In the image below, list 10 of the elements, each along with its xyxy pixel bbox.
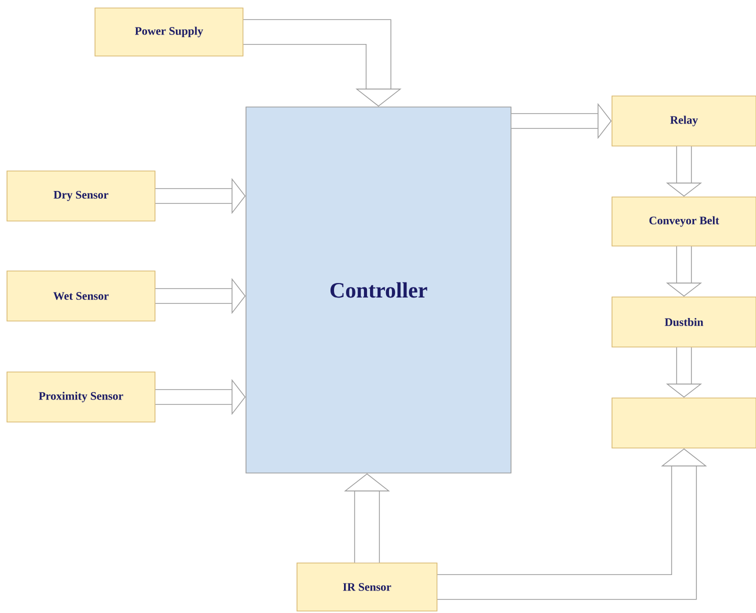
module-box: IR Sensor	[296, 562, 438, 612]
module-box	[612, 398, 756, 448]
module-box: Dustbin	[612, 296, 756, 348]
module-box: Proximity Sensor	[6, 372, 156, 422]
module-box: Wet Sensor	[6, 270, 156, 322]
module-box: Dry Sensor	[6, 170, 156, 222]
controller-box: Controller	[246, 106, 512, 474]
module-box: Power Supply	[94, 8, 244, 56]
module-box: Relay	[612, 96, 756, 146]
module-box: Conveyor Belt	[612, 196, 756, 246]
